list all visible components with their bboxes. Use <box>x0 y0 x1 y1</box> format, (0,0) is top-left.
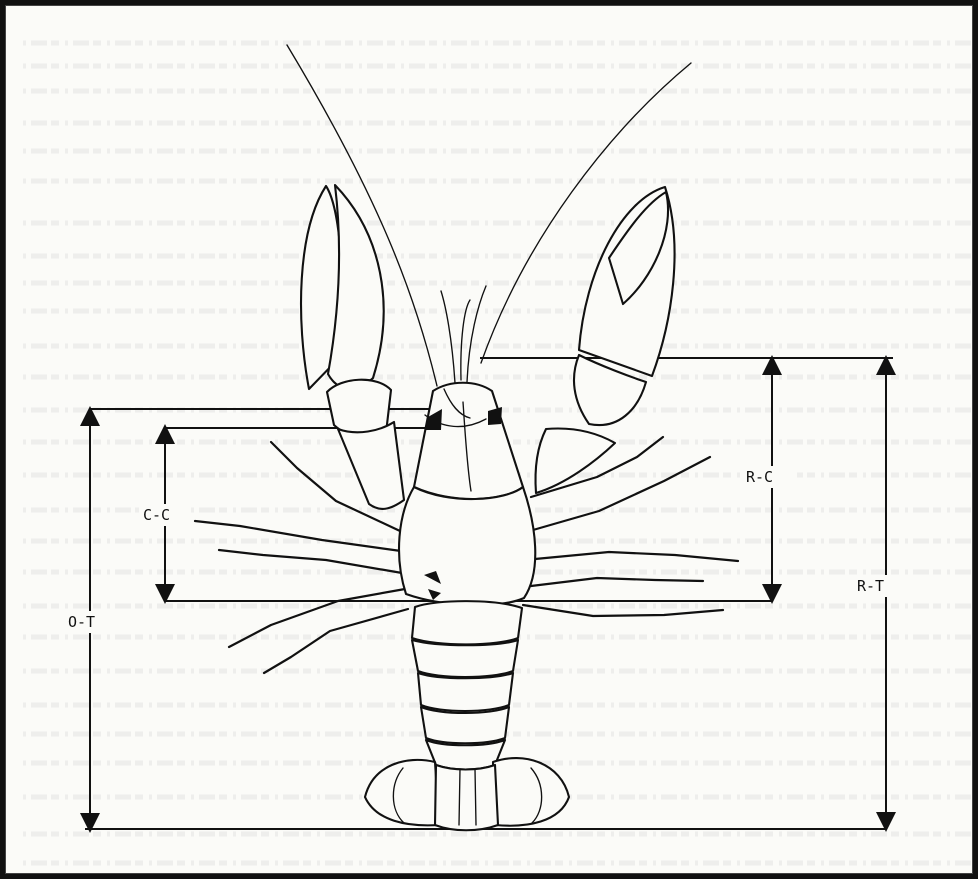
right-leg-4 <box>531 578 703 586</box>
left-antennule <box>441 291 455 383</box>
r-t-label: R-T <box>857 577 884 595</box>
carapace <box>399 487 535 605</box>
o-t-label: O-T <box>68 613 95 631</box>
telson <box>435 765 498 830</box>
left-leg-5 <box>264 609 408 673</box>
c-c-label: C-C <box>143 506 170 524</box>
abdomen-segment-1 <box>412 601 522 644</box>
cephalothorax-head <box>414 383 523 499</box>
abdomen-segment-4 <box>421 707 509 743</box>
abdomen-segment-2 <box>412 640 518 677</box>
left-arm <box>338 422 404 509</box>
left-leg-2 <box>195 521 401 551</box>
right-leg-3 <box>535 552 738 561</box>
crayfish-measurement-diagram: C-C R-C R-T O-T <box>5 5 978 884</box>
crayfish-illustration <box>195 45 738 830</box>
r-c-label: R-C <box>746 468 773 486</box>
abdomen-segment-3 <box>418 673 513 711</box>
